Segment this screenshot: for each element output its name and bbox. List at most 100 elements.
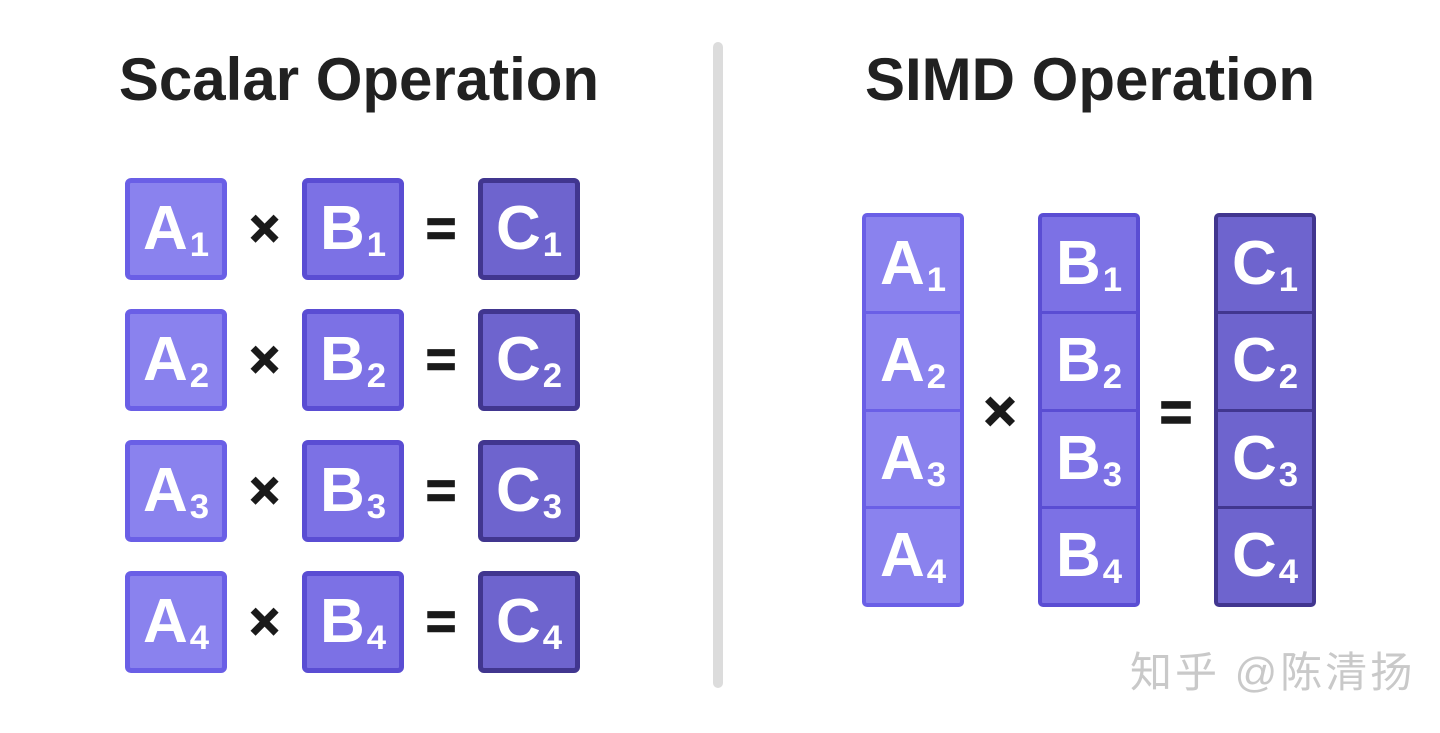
operand-letter: B: [1055, 423, 1101, 493]
operand-subscript: 1: [189, 225, 210, 264]
result-subscript: 3: [1278, 455, 1299, 494]
result-subscript: 3: [542, 487, 563, 526]
result-subscript: 4: [542, 618, 563, 657]
scalar-panel-title: Scalar Operation: [118, 46, 600, 113]
operand-letter: B: [1055, 229, 1101, 299]
operand-letter: B: [319, 587, 365, 656]
operand-subscript: 1: [926, 261, 947, 300]
operand-subscript: 3: [189, 487, 210, 526]
equals-operator: =: [425, 200, 457, 258]
operand-letter: A: [879, 326, 925, 396]
operand-subscript: 4: [189, 618, 210, 657]
operand-letter: A: [142, 194, 188, 263]
operand-subscript: 3: [366, 487, 387, 526]
result-letter: C: [1231, 423, 1277, 493]
operand-letter: B: [1055, 326, 1101, 396]
operand-subscript: 3: [1102, 455, 1123, 494]
operand-subscript: 4: [1102, 552, 1123, 591]
operand-letter: A: [142, 587, 188, 656]
result-subscript: 4: [1278, 552, 1299, 591]
operand-subscript: 2: [189, 356, 210, 395]
equals-operator: =: [1159, 380, 1193, 443]
operand-subscript: 2: [1102, 358, 1123, 397]
operand-letter: B: [319, 325, 365, 394]
result-subscript: 2: [542, 356, 563, 395]
result-letter: C: [1231, 326, 1277, 396]
operand-subscript: 4: [926, 552, 947, 591]
equals-operator: =: [425, 331, 457, 389]
operand-letter: A: [142, 325, 188, 394]
result-subscript: 1: [1278, 261, 1299, 300]
operand-letter: B: [319, 194, 365, 263]
operand-letter: B: [1055, 520, 1101, 590]
multiply-operator: ×: [249, 331, 281, 389]
equals-operator: =: [425, 462, 457, 520]
multiply-operator: ×: [983, 379, 1017, 442]
operand-letter: B: [319, 456, 365, 525]
operand-subscript: 2: [926, 358, 947, 397]
operand-letter: A: [142, 456, 188, 525]
result-letter: C: [495, 587, 541, 656]
operand-subscript: 2: [366, 356, 387, 395]
operand-subscript: 1: [366, 225, 387, 264]
operand-subscript: 3: [926, 455, 947, 494]
multiply-operator: ×: [249, 200, 281, 258]
simd-panel-title: SIMD Operation: [864, 46, 1316, 113]
operand-letter: A: [879, 520, 925, 590]
result-letter: C: [1231, 520, 1277, 590]
result-subscript: 1: [542, 225, 563, 264]
result-letter: C: [495, 456, 541, 525]
operand-letter: A: [879, 229, 925, 299]
multiply-operator: ×: [249, 462, 281, 520]
panel-divider: [713, 42, 723, 688]
result-letter: C: [495, 194, 541, 263]
result-subscript: 2: [1278, 358, 1299, 397]
result-letter: C: [1231, 229, 1277, 299]
